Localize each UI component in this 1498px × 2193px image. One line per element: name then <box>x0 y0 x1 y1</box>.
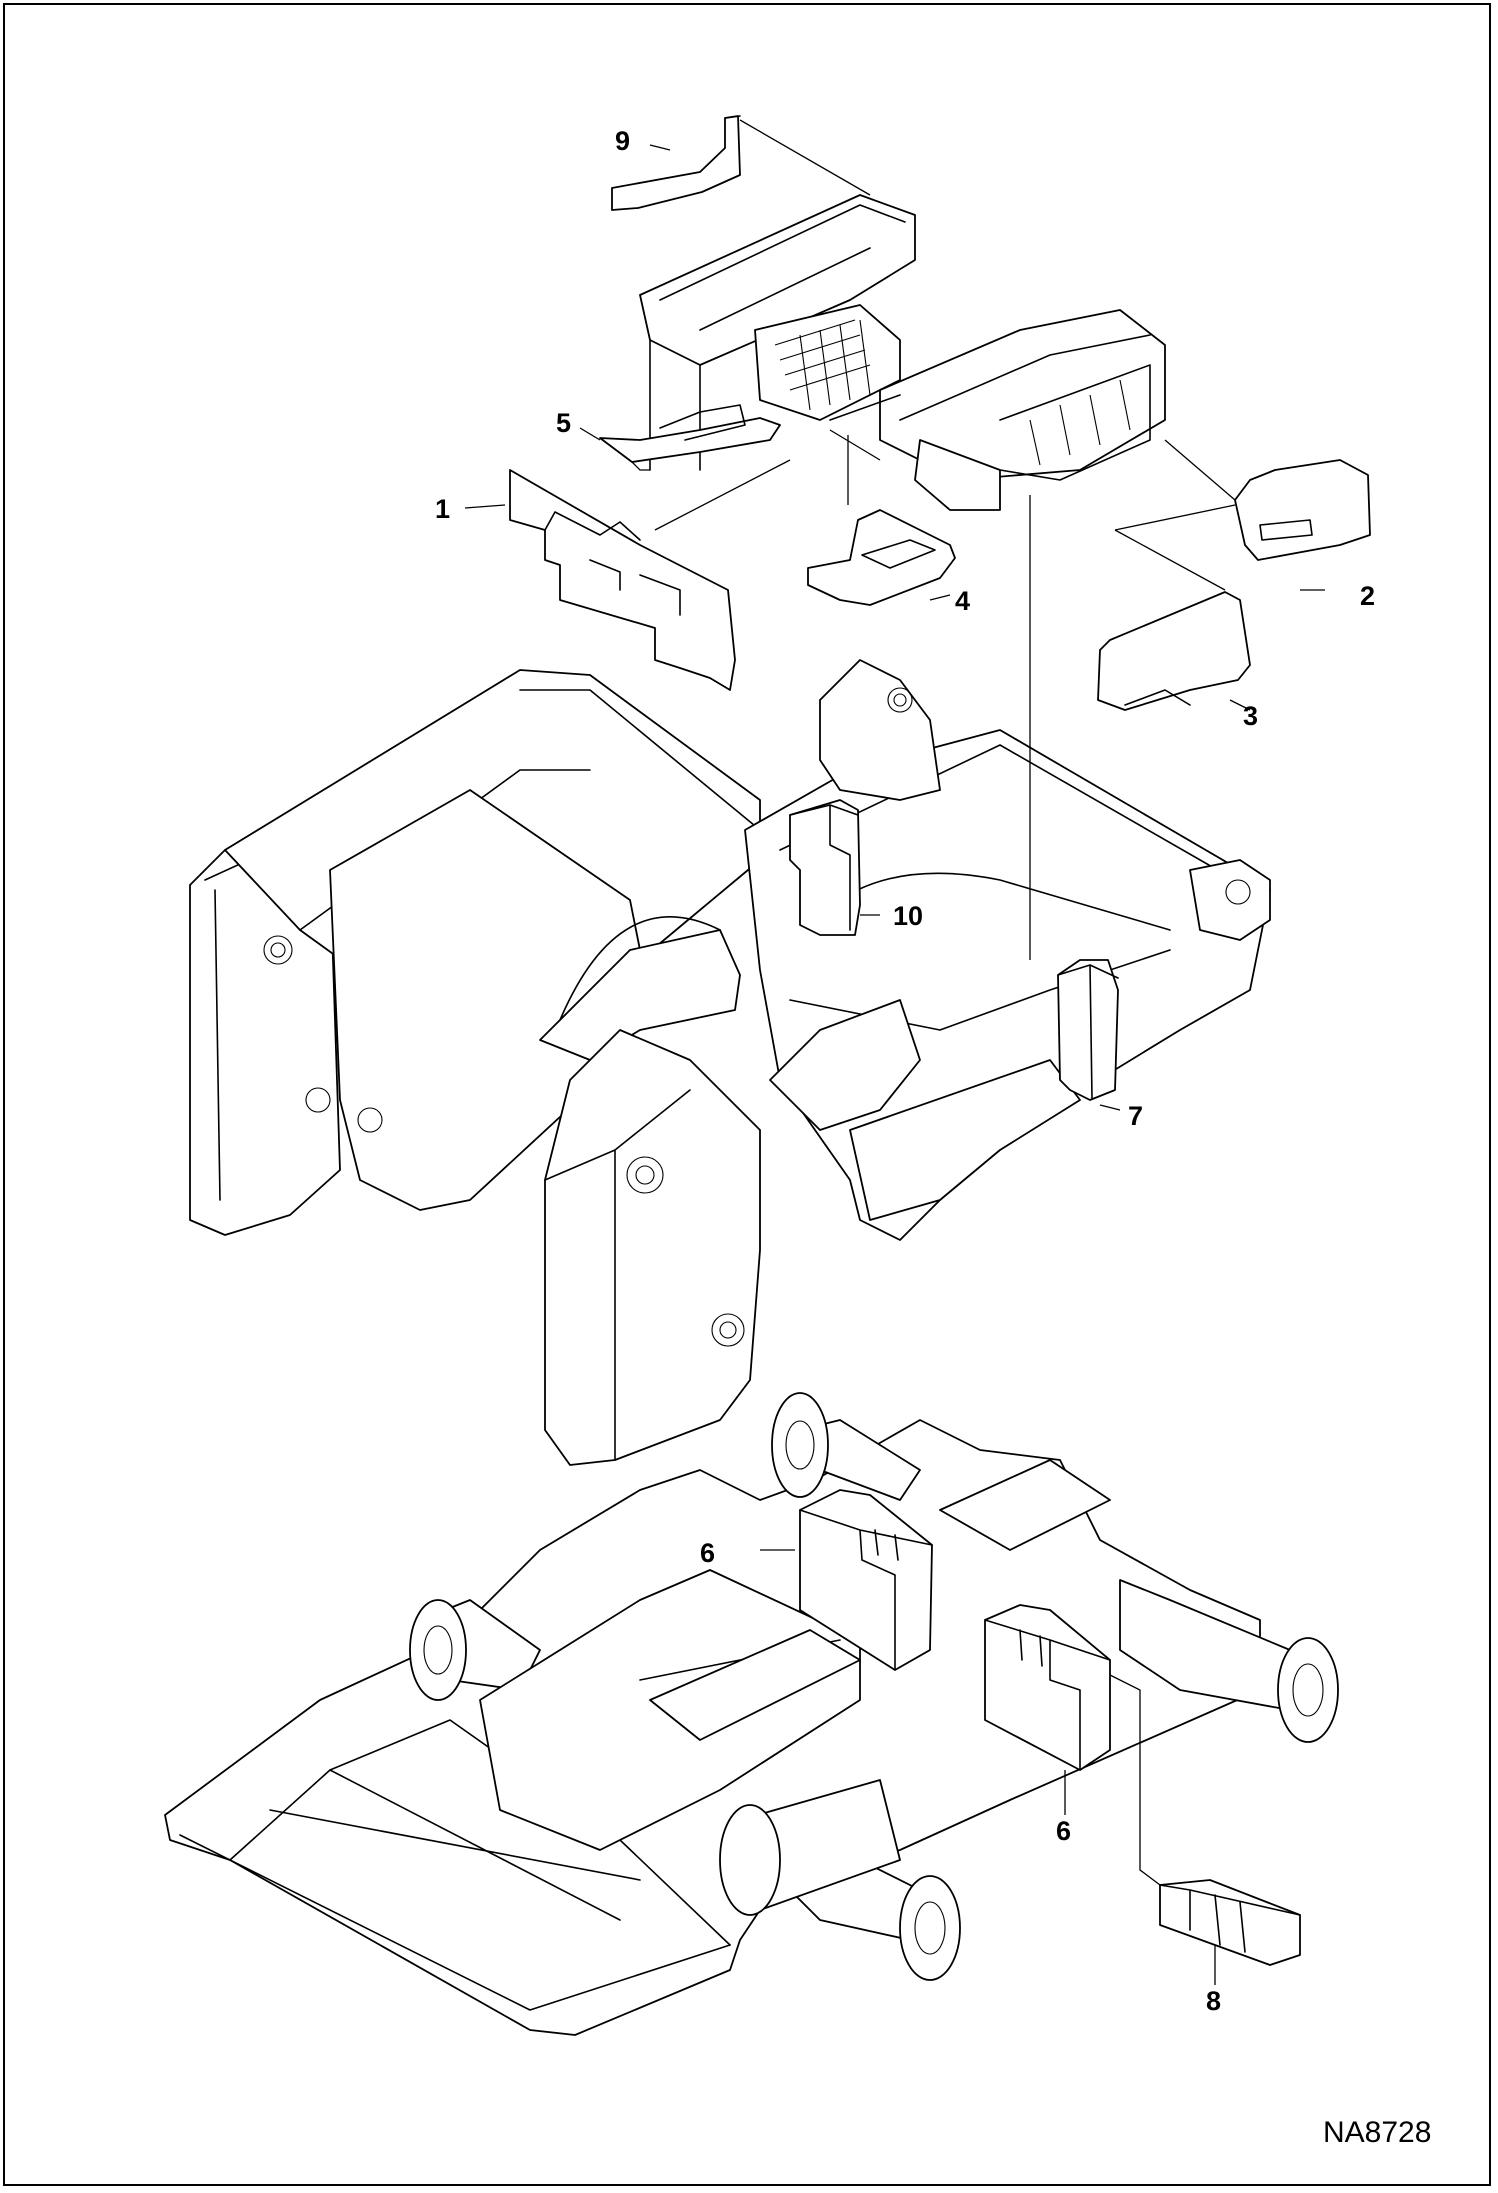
callout-10: 10 <box>893 901 923 931</box>
part-6-block-upper <box>799 1489 933 1671</box>
part-9-pad <box>611 115 741 211</box>
part-2-pad <box>1234 459 1371 561</box>
part-5-pad <box>599 404 781 463</box>
part-6-block-lower <box>984 1604 1111 1771</box>
part-3-pad <box>1097 591 1251 711</box>
seat-console-assembly <box>639 194 1166 511</box>
part-8-block <box>1159 1879 1301 1966</box>
part-1-panel <box>509 469 736 691</box>
callout-9: 9 <box>615 126 630 156</box>
page-border <box>3 3 1491 2186</box>
callout-5: 5 <box>556 408 571 438</box>
part-10-block <box>789 799 861 936</box>
callout-6-lower: 6 <box>1056 1816 1071 1846</box>
callout-1: 1 <box>435 494 450 524</box>
callouts: 9 5 1 4 2 3 10 7 6 6 8 <box>435 126 1375 2016</box>
callout-4: 4 <box>955 586 970 616</box>
callout-6-upper: 6 <box>700 1538 715 1568</box>
lower-frame <box>164 1392 1339 2036</box>
part-4-pad <box>807 509 956 606</box>
callout-3: 3 <box>1243 701 1258 731</box>
callout-7: 7 <box>1128 1101 1143 1131</box>
part-7-block <box>1057 959 1119 1101</box>
upper-frame <box>189 659 1271 1466</box>
document-id: NA8728 <box>1323 2116 1431 2149</box>
callout-8: 8 <box>1206 1986 1221 2016</box>
callout-2: 2 <box>1360 581 1375 611</box>
leader-lines <box>464 119 1325 1985</box>
